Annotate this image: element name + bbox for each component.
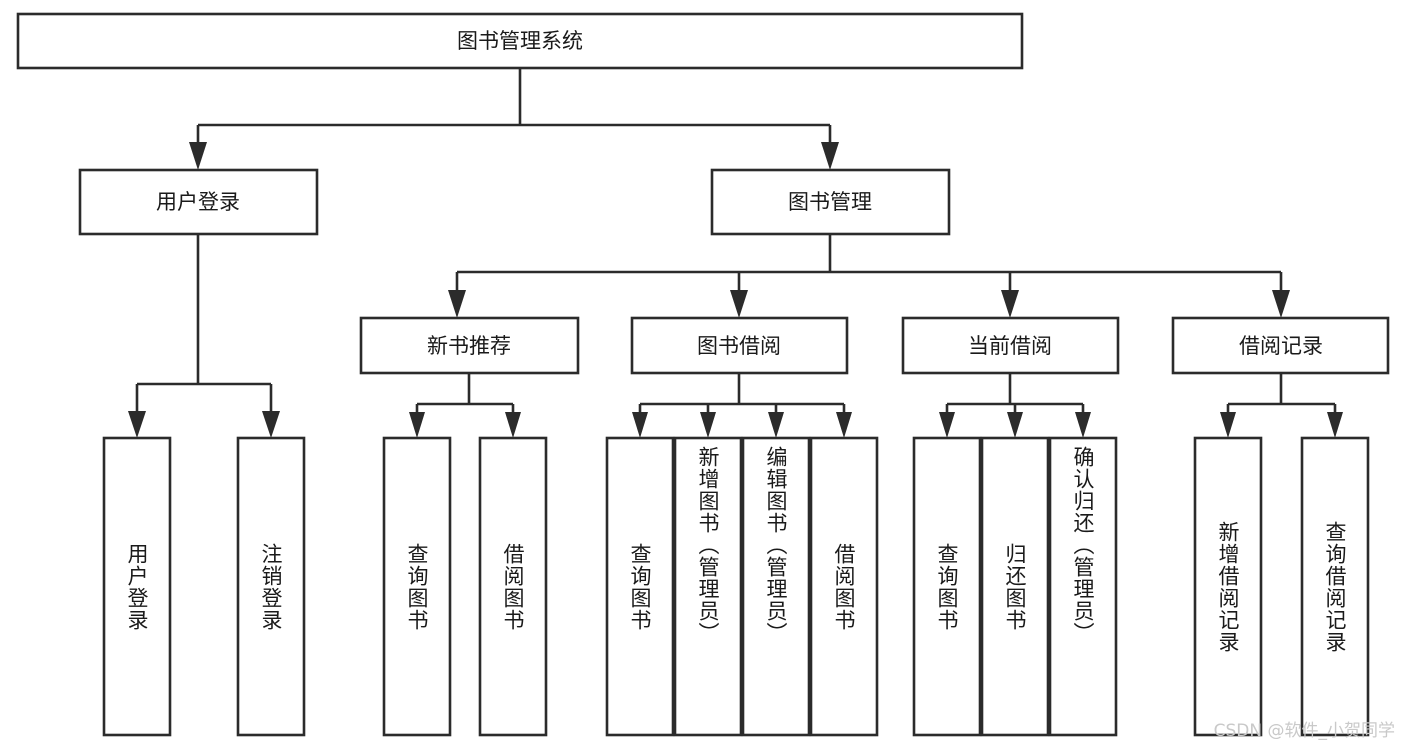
arrowhead-leaf-bookborrow-4 [836, 412, 852, 438]
arrowhead-leaf-bookborrow-2 [700, 412, 716, 438]
node-box-leaf-current-borrow-2[interactable] [1048, 436, 1118, 737]
connectors-layer [128, 69, 1343, 438]
arrowhead-new-book-recommend [448, 290, 466, 318]
node-label-user-login: 用户登录 [156, 190, 240, 214]
node-label-root: 图书管理系统 [457, 29, 583, 53]
node-label-borrow-record: 借阅记录 [1239, 334, 1323, 358]
node-label-current-borrow: 当前借阅 [968, 334, 1052, 358]
node-box-leaf-borrow-record-1[interactable] [1300, 436, 1370, 737]
node-box-borrow-record[interactable] [1171, 316, 1390, 375]
node-box-leaf-new-book-recommend-0[interactable] [382, 436, 452, 737]
node-box-leaf-book-borrow-1[interactable] [673, 436, 743, 737]
arrowhead-borrow-record [1272, 290, 1290, 318]
node-box-leaf-current-borrow-1[interactable] [980, 436, 1050, 737]
node-label-new-book-recommend: 新书推荐 [427, 334, 511, 358]
node-box-user-login[interactable] [78, 168, 319, 236]
arrowhead-book-borrow [730, 290, 748, 318]
arrowhead-current-borrow [1001, 290, 1019, 318]
node-box-leaf-borrow-record-0[interactable] [1193, 436, 1263, 737]
arrowhead-leaf-borrowrecord-1 [1220, 412, 1236, 438]
arrowhead-leaf-user-login-1 [128, 411, 146, 438]
arrowhead-leaf-bookborrow-1 [632, 412, 648, 438]
arrowhead-leaf-currentborrow-3 [1075, 412, 1091, 438]
node-box-root[interactable] [16, 12, 1024, 70]
arrowhead-leaf-newbook-1 [409, 412, 425, 438]
arrowhead-leaf-currentborrow-1 [939, 412, 955, 438]
arrowhead-user-login [189, 142, 207, 170]
node-box-leaf-current-borrow-0[interactable] [912, 436, 982, 737]
arrowhead-book-manage [821, 142, 839, 170]
node-box-leaf-user-login-0[interactable] [102, 436, 172, 737]
arrowhead-leaf-newbook-2 [505, 412, 521, 438]
arrowhead-leaf-bookborrow-3 [768, 412, 784, 438]
node-box-leaf-user-login-1[interactable] [236, 436, 306, 737]
node-box-leaf-book-borrow-3[interactable] [809, 436, 879, 737]
node-box-book-borrow[interactable] [630, 316, 849, 375]
nodes-layer: 图书管理系统 用户登录 图书管理 新书推荐 图书借阅 当前借阅 借阅记录 [16, 12, 1390, 737]
node-box-new-book-recommend[interactable] [359, 316, 580, 375]
arrowhead-leaf-currentborrow-2 [1007, 412, 1023, 438]
arrowhead-leaf-user-login-2 [262, 411, 280, 438]
node-label-book-manage: 图书管理 [788, 190, 872, 214]
node-box-leaf-book-borrow-0[interactable] [605, 436, 675, 737]
node-box-current-borrow[interactable] [901, 316, 1120, 375]
arrowhead-leaf-borrowrecord-2 [1327, 412, 1343, 438]
watermark-text: CSDN @软件_小贺同学 [1213, 721, 1395, 741]
node-label-book-borrow: 图书借阅 [697, 334, 781, 358]
node-box-leaf-new-book-recommend-1[interactable] [478, 436, 548, 737]
node-box-leaf-book-borrow-2[interactable] [741, 436, 811, 737]
node-box-book-manage[interactable] [710, 168, 951, 236]
